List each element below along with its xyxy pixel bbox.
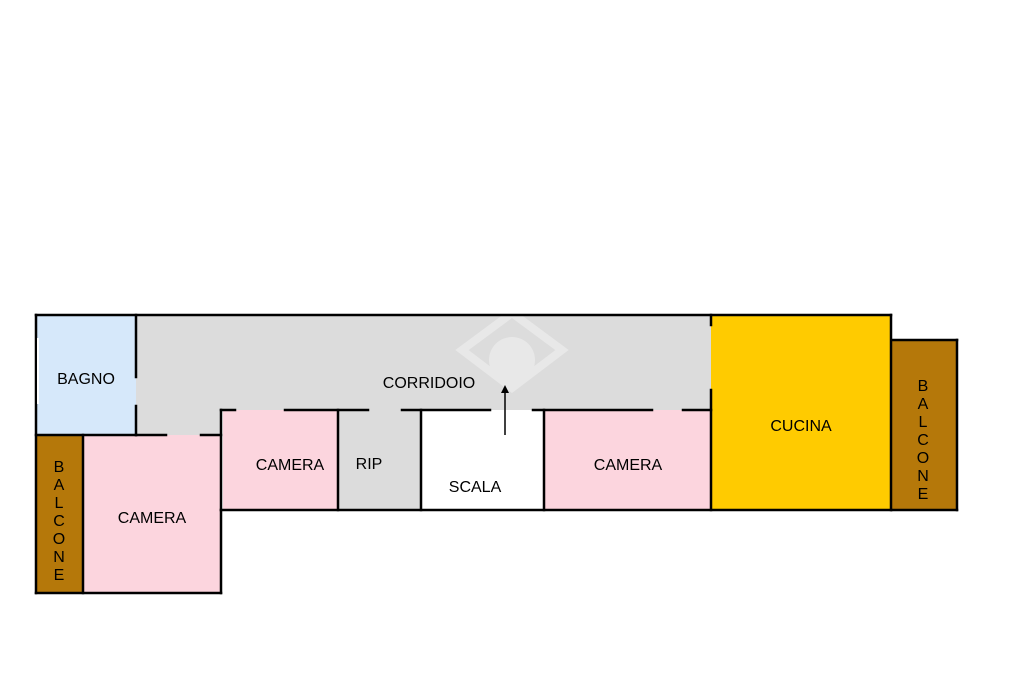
label-balcone-left: B A L C O N E (53, 459, 65, 584)
label-corridoio: CORRIDOIO (383, 375, 475, 392)
room-balcone-right (892, 341, 956, 509)
label-camera-right: CAMERA (594, 457, 663, 474)
room-corridoio-extension (136, 410, 222, 435)
label-scala: SCALA (449, 479, 502, 496)
label-camera-left: CAMERA (118, 510, 187, 527)
balcone-left-letter: N (53, 549, 65, 566)
room-camera-left (83, 435, 221, 592)
label-camera-mid: CAMERA (256, 457, 325, 474)
room-balcone-left (37, 435, 83, 592)
label-cucina: CUCINA (770, 418, 832, 435)
label-bagno: BAGNO (57, 371, 115, 388)
room-camera-right (544, 410, 711, 509)
balcone-left-letter: A (54, 477, 65, 494)
balcone-right-letter: B (918, 378, 929, 395)
label-balcone-right: B A L C O N E (917, 378, 929, 503)
room-corridoio (136, 315, 711, 410)
balcone-right-letter: N (917, 468, 929, 485)
balcone-right-letter: O (917, 450, 929, 467)
balcone-right-letter: A (918, 396, 929, 413)
room-bagno (37, 315, 136, 434)
balcone-right-letter: C (917, 432, 929, 449)
balcone-left-letter: B (54, 459, 65, 476)
room-scala (421, 410, 544, 509)
walls (34, 313, 959, 595)
balcone-left-letter: L (55, 495, 64, 512)
balcone-left-letter: C (53, 513, 65, 530)
house-logo-icon (455, 308, 569, 394)
up-arrow-icon (501, 385, 509, 435)
label-rip: RIP (356, 456, 383, 473)
room-camera-mid (223, 410, 338, 509)
room-cucina (711, 315, 891, 510)
balcone-left-letter: O (53, 531, 65, 548)
balcone-right-letter: E (918, 486, 929, 503)
room-rip (338, 410, 421, 509)
balcone-right-letter: L (919, 414, 928, 431)
balcone-left-letter: E (54, 567, 65, 584)
